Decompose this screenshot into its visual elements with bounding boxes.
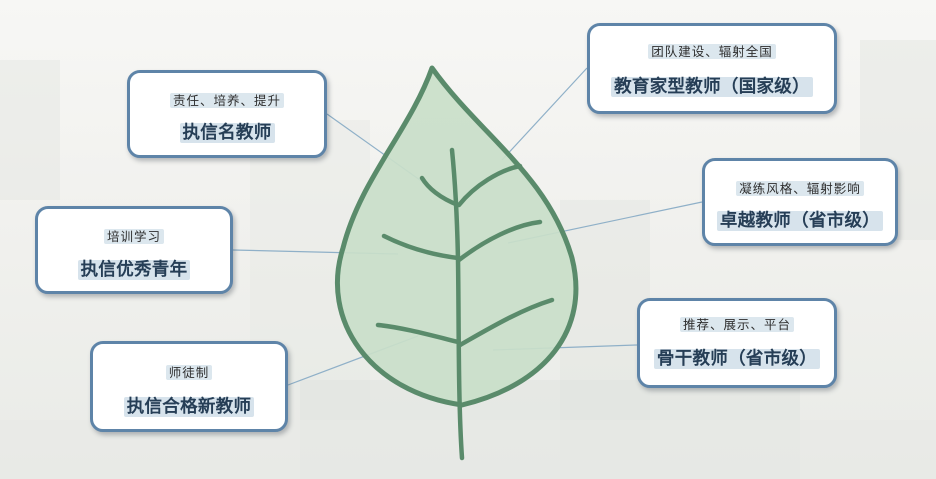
card-title: 执信优秀青年: [77, 260, 191, 280]
leaf-vein-low-right: [457, 297, 555, 348]
leaf-veins: [375, 147, 555, 461]
leaf-vein-mid-right: [456, 219, 543, 263]
leaf-vein-low-left: [375, 322, 461, 345]
card-excellent-teacher: 凝练风格、辐射影响 卓越教师（省市级）: [702, 158, 898, 246]
leaf-midrib: [449, 147, 465, 461]
card-outstanding-youth: 培训学习 执信优秀青年: [35, 206, 233, 294]
card-subtitle: 责任、培养、提升: [169, 93, 284, 108]
card-qualified-new-teacher: 师徒制 执信合格新教师: [90, 341, 288, 432]
card-backbone-teacher: 推荐、展示、平台 骨干教师（省市级）: [637, 298, 837, 388]
card-subtitle: 师徒制: [165, 365, 213, 380]
card-title: 执信名教师: [179, 123, 275, 143]
card-subtitle: 培训学习: [103, 229, 164, 244]
leaf-vein-upper-left: [419, 175, 461, 208]
card-title: 卓越教师（省市级）: [716, 211, 884, 231]
card-title: 骨干教师（省市级）: [653, 349, 821, 369]
card-title: 执信合格新教师: [123, 397, 255, 417]
leaf-vein-mid-left: [381, 233, 461, 261]
card-subtitle: 团队建设、辐射全国: [648, 44, 776, 59]
card-subtitle: 凝练风格、辐射影响: [736, 181, 864, 196]
connector-r1: [501, 67, 588, 161]
card-famous-teacher: 责任、培养、提升 执信名教师: [127, 70, 327, 158]
leaf-vein-upper-right: [456, 163, 523, 208]
card-subtitle: 推荐、展示、平台: [679, 317, 794, 332]
card-educator-national: 团队建设、辐射全国 教育家型教师（国家级）: [587, 23, 837, 114]
card-title: 教育家型教师（国家级）: [611, 77, 813, 97]
